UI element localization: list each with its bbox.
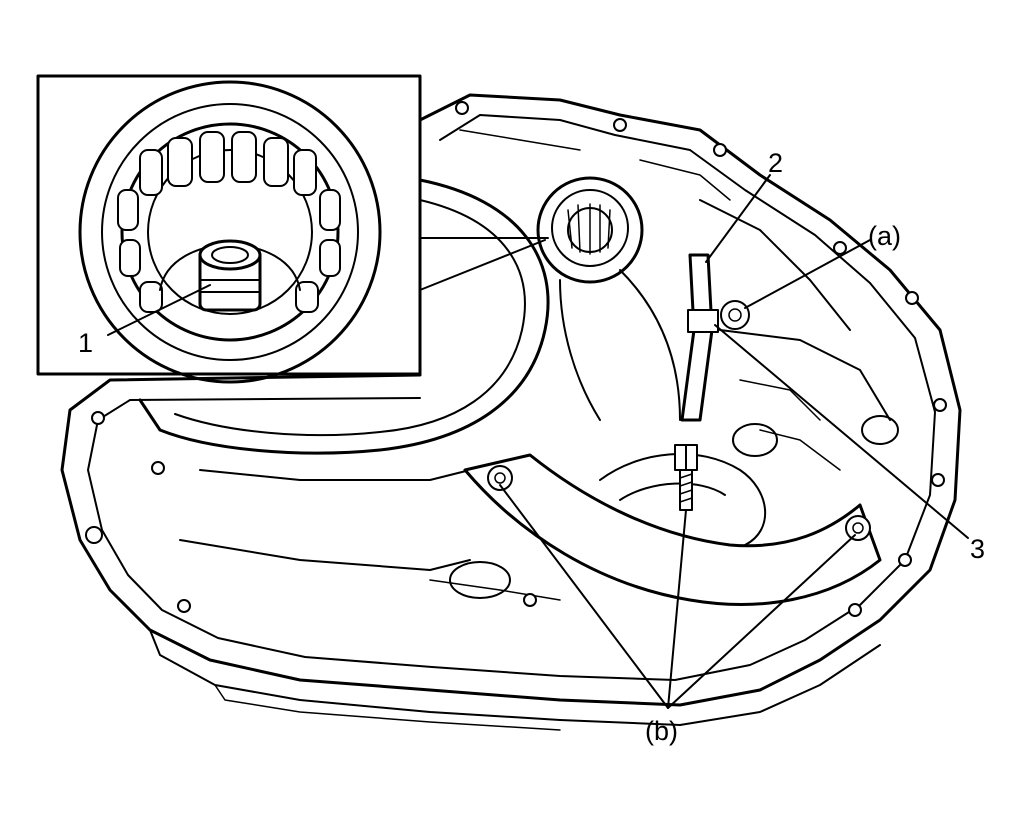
oil-pipe (680, 253, 750, 422)
leader-lines (107, 174, 969, 709)
callout-1: 1 (78, 328, 93, 358)
callout-3: 3 (970, 534, 985, 564)
needle-bearing-rollers (117, 131, 341, 313)
bearing-boss (536, 176, 644, 284)
case-lower-skirt (149, 629, 881, 726)
baffle-bolt-right (845, 515, 871, 541)
bell-housing-opening (138, 178, 550, 455)
callout-2: 2 (768, 148, 783, 178)
callout-labels: 1 2 (a) 3 (b) (78, 148, 985, 746)
baffle-plate (463, 453, 882, 606)
baffle-bolt-left (487, 465, 513, 491)
callout-a: (a) (868, 221, 901, 251)
callout-b: (b) (645, 716, 678, 746)
detail-inset (36, 74, 549, 384)
case-inner-flange (87, 114, 936, 681)
pipe-clamp-bolt (720, 300, 750, 330)
